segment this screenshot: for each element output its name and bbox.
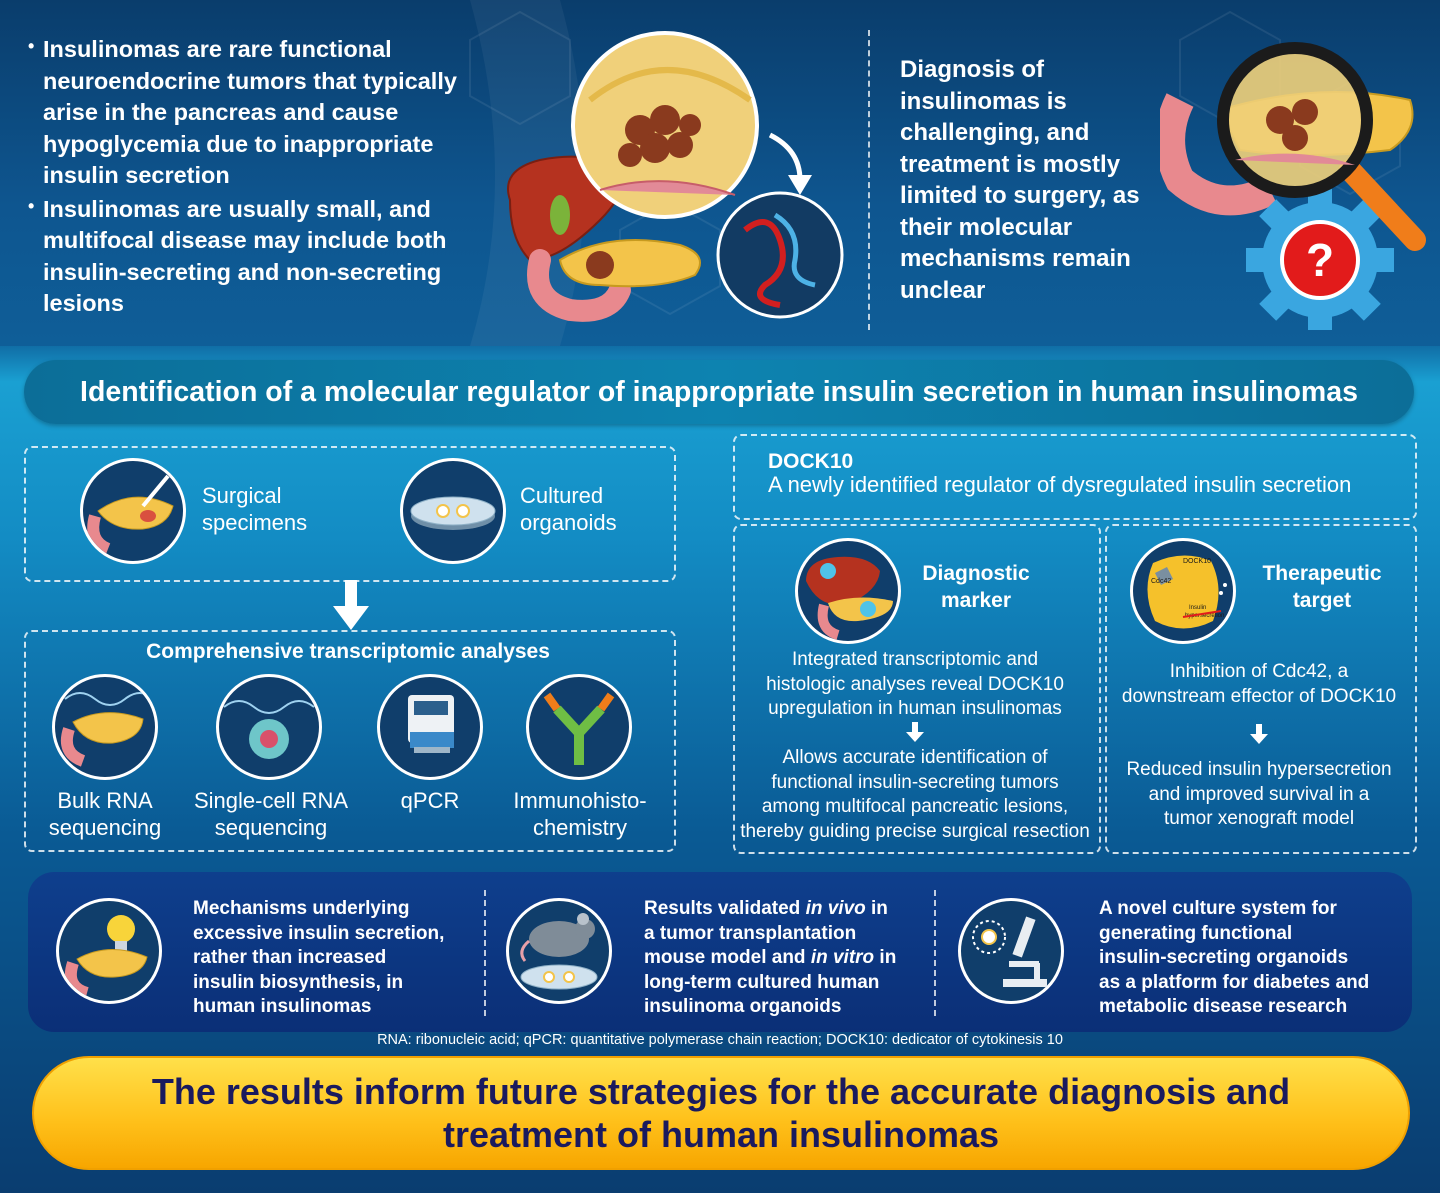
microscope-organoid-icon [958,898,1064,1004]
cultured-organoids-label: Cultured organoids [520,483,617,535]
down-arrow-icon [333,580,369,630]
dock10-name: DOCK10 [768,450,854,473]
dock10-description: A newly identified regulator of dysregul… [768,472,1352,497]
pancreas-rna-icon [52,674,158,780]
down-arrow-icon [906,722,924,742]
intro-section: Insulinomas are rare functional neuroend… [0,0,1440,346]
liver-pancreas-diagnostic-icon [795,538,901,644]
intro-divider [868,30,870,330]
svg-text:Insulin: Insulin [1189,605,1206,611]
surgical-specimens-label: Surgical specimens [202,483,308,535]
dock10-box [733,434,1417,520]
diagnosis-challenge-text: Diagnosis of insulinomas is challenging,… [900,56,1140,304]
pancreas-icon [558,239,701,288]
conclusion-validation: Results validated in vivo in a tumor tra… [644,898,897,1017]
magnifier-gear-illustration: ? [1160,42,1426,330]
conclusions-panel [28,872,1412,1032]
duodenum-icon [527,249,631,322]
svg-text:DOCK10: DOCK10 [1183,558,1211,565]
organ-illustration [507,31,844,322]
takeaway-banner: The results inform future strategies for… [32,1056,1410,1170]
surgical-specimen-icon [80,458,186,564]
conclusion-divider [934,890,936,1016]
analyses-heading: Comprehensive transcriptomic analyses [146,640,550,663]
intro-bullets: Insulinomas are rare functional neuroend… [28,31,458,322]
analysis-label: qPCR [400,788,460,813]
intro-bullet: Insulinomas are usually small, and multi… [28,191,458,320]
qpcr-machine-icon [377,674,483,780]
magnifier-handle [1339,159,1426,251]
organoid-dish-icon [400,458,506,564]
svg-text:Cdc42: Cdc42 [1151,578,1171,585]
down-arrow-icon [1250,724,1268,744]
gear-icon [1246,186,1394,330]
antibody-icon [526,674,632,780]
dock10-cdc42-icon: DOCK10 Cdc42 Insulin hypersecretion [1130,538,1236,644]
therapeutic-target-box [1105,524,1417,854]
intro-bullet: Insulinomas are rare functional neuroend… [28,31,458,192]
lightbulb-pancreas-icon [56,898,162,1004]
conclusion-divider [484,890,486,1016]
diagnostic-marker-box [733,524,1101,854]
main-title: Identification of a molecular regulator … [24,360,1414,424]
analyses-box [24,630,676,852]
duodenum-icon [1160,93,1277,216]
question-mark-icon: ? [1306,234,1334,286]
analysis-label: Immunohisto-chemistry [513,788,647,840]
mouse-organoid-icon [506,898,612,1004]
svg-text:hypersecretion: hypersecretion [1185,613,1224,619]
single-cell-icon [216,674,322,780]
abbreviations-note: RNA: ribonucleic acid; qPCR: quantitativ… [377,1032,1063,1048]
